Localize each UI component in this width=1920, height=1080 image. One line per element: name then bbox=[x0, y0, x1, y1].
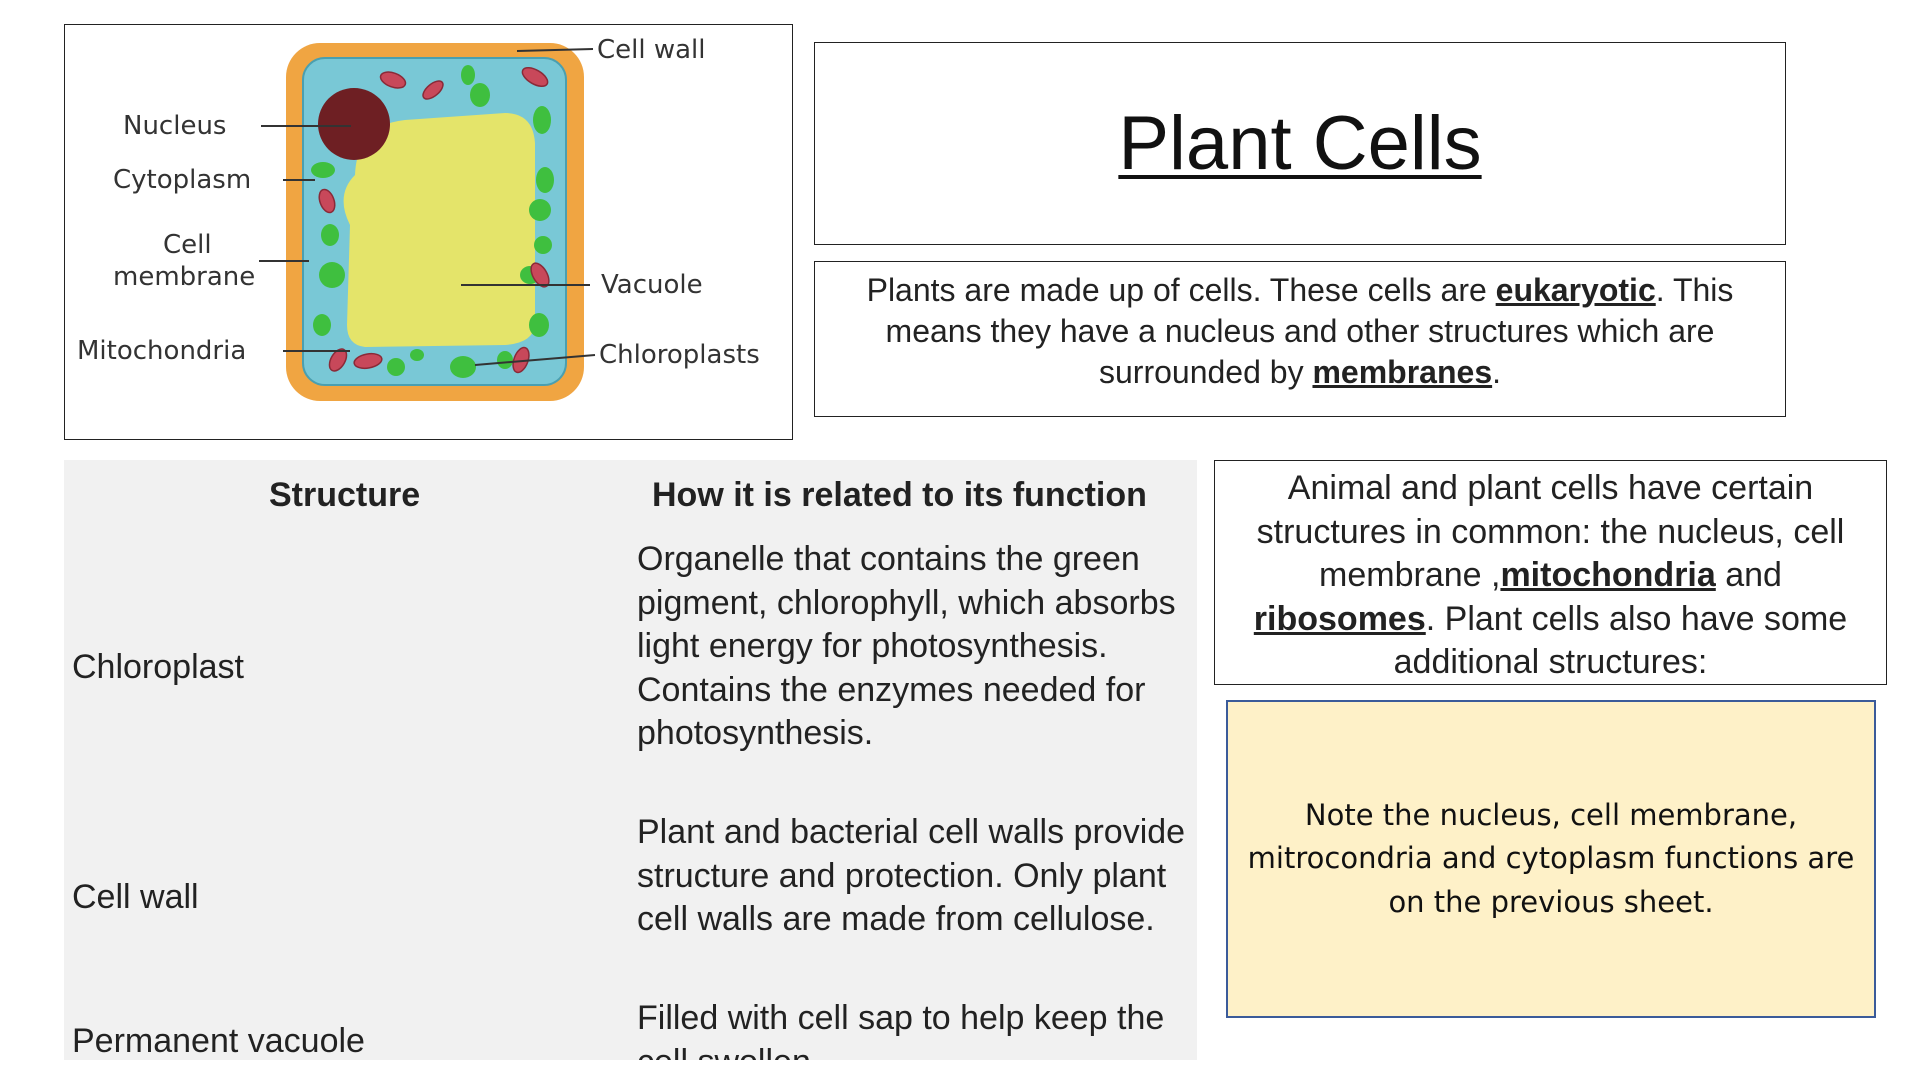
cell-diagram: Cell wall Nucleus Cytoplasm Cell membran… bbox=[64, 24, 793, 440]
intro-text-box: Plants are made up of cells. These cells… bbox=[814, 261, 1786, 417]
table-row-vacuole-structure: Permanent vacuole bbox=[72, 1022, 365, 1060]
common-text-2: and bbox=[1715, 556, 1782, 594]
intro-text-2: . This means they have a nucleus and oth… bbox=[885, 272, 1734, 390]
label-cell-membrane-line1: Cell bbox=[163, 230, 212, 260]
note-text: Note the nucleus, cell membrane, mitroco… bbox=[1247, 797, 1855, 919]
table-row-chloroplast-function: Organelle that contains the green pigmen… bbox=[637, 540, 1176, 752]
label-cell-membrane-line2: membrane bbox=[113, 262, 255, 292]
page-title: Plant Cells bbox=[1118, 101, 1482, 186]
title-box: Plant Cells bbox=[814, 42, 1786, 245]
label-mitochondria: Mitochondria bbox=[77, 336, 246, 366]
plant-cell-illustration: Cell wall Nucleus Cytoplasm Cell membran… bbox=[77, 35, 760, 401]
mitochondria-shapes bbox=[318, 66, 550, 374]
table-row-chloroplast-structure: Chloroplast bbox=[72, 648, 244, 686]
label-nucleus: Nucleus bbox=[123, 111, 226, 141]
label-chloroplasts: Chloroplasts bbox=[599, 340, 760, 370]
label-vacuole: Vacuole bbox=[601, 270, 703, 300]
intro-text-1: Plants are made up of cells. These cells… bbox=[866, 272, 1496, 308]
note-box: Note the nucleus, cell membrane, mitroco… bbox=[1226, 700, 1876, 1018]
common-text-3: . Plant cells also have some additional … bbox=[1393, 599, 1848, 682]
table-header-structure: Structure bbox=[269, 476, 421, 514]
label-cytoplasm: Cytoplasm bbox=[113, 165, 251, 195]
leader-lines bbox=[259, 48, 596, 366]
keyword-ribosomes: ribosomes bbox=[1253, 599, 1426, 638]
structure-function-table: Structure How it is related to its funct… bbox=[64, 460, 1197, 1060]
table-row-cellwall-function: Plant and bacterial cell walls provide s… bbox=[637, 813, 1186, 938]
table-header-function: How it is related to its function bbox=[652, 476, 1147, 514]
common-structures-box: Animal and plant cells have certain stru… bbox=[1214, 460, 1887, 685]
vacuole-shape bbox=[343, 113, 535, 347]
label-cell-wall: Cell wall bbox=[597, 35, 706, 65]
keyword-membranes: membranes bbox=[1312, 354, 1493, 390]
chloroplast-shapes bbox=[311, 65, 554, 378]
table-row-cellwall-structure: Cell wall bbox=[72, 878, 199, 916]
keyword-eukaryotic: eukaryotic bbox=[1495, 272, 1656, 308]
intro-text-3: . bbox=[1492, 354, 1501, 390]
keyword-mitochondria: mitochondria bbox=[1500, 556, 1716, 594]
common-text-1: Animal and plant cells have certain stru… bbox=[1256, 469, 1845, 594]
nucleus-shape bbox=[318, 88, 390, 160]
table-row-vacuole-function: Filled with cell sap to help keep the ce… bbox=[637, 999, 1165, 1060]
